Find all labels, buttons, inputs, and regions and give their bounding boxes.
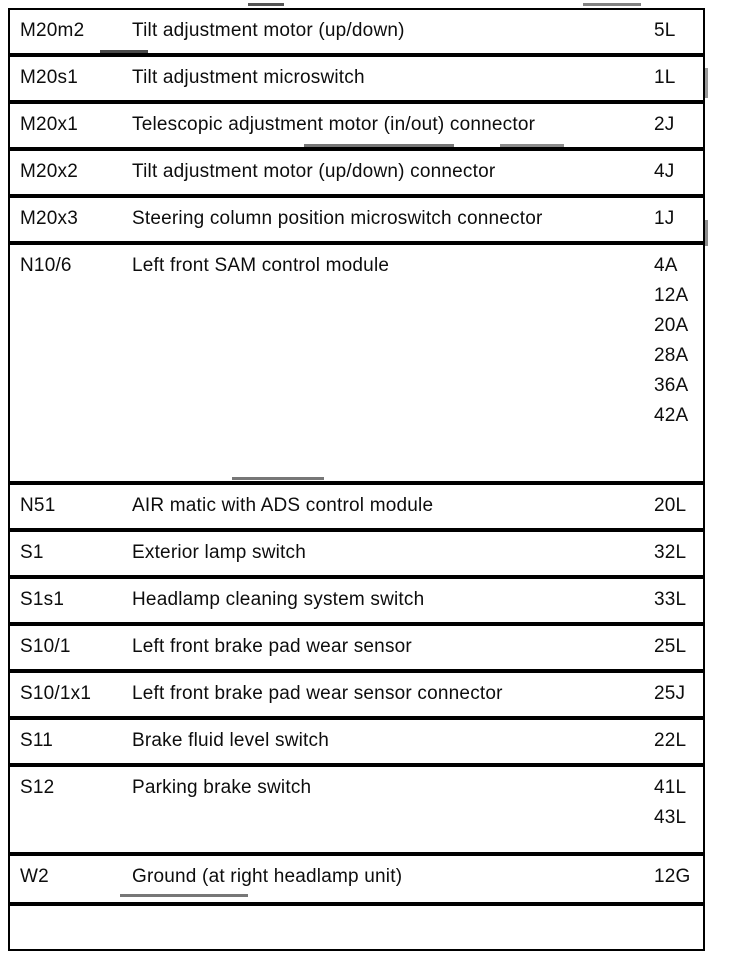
component-description: Ground (at right headlamp unit) — [132, 866, 403, 887]
grid-location: 43L — [654, 807, 687, 828]
grid-locations: 2J — [654, 110, 703, 143]
table-row: N51 AIR matic with ADS control module 20… — [8, 483, 705, 530]
component-code: S1s1 — [20, 589, 65, 610]
grid-location: 1J — [654, 208, 675, 229]
component-code — [20, 912, 132, 945]
component-description: Left front brake pad wear sensor — [132, 636, 412, 657]
component-code: S1 — [20, 542, 44, 563]
scan-artifact — [248, 3, 284, 6]
grid-locations: 4A 12A 20A 28A 36A 42A — [654, 251, 703, 477]
component-code: M20x2 — [20, 161, 79, 182]
table-row: M20s1 Tilt adjustment microswitch 1L — [8, 55, 705, 102]
scan-artifact — [705, 68, 708, 98]
component-code: M20x3 — [20, 208, 79, 229]
grid-location: 25J — [654, 683, 686, 704]
component-code: M20x1 — [20, 114, 79, 135]
grid-locations: 33L — [654, 585, 703, 618]
component-code: S12 — [20, 777, 55, 798]
component-code: S10/1 — [20, 636, 71, 657]
component-description: Exterior lamp switch — [132, 542, 306, 563]
grid-locations — [654, 912, 703, 945]
grid-location: 12A — [654, 285, 689, 306]
grid-location: 32L — [654, 542, 687, 563]
component-code: S10/1x1 — [20, 683, 92, 704]
component-code: M20m2 — [20, 20, 85, 41]
component-description — [132, 912, 654, 945]
table-row: M20x2 Tilt adjustment motor (up/down) co… — [8, 149, 705, 196]
grid-locations: 25J — [654, 679, 703, 712]
component-description: Parking brake switch — [132, 777, 312, 798]
scan-artifact — [583, 3, 641, 6]
component-description: Tilt adjustment microswitch — [132, 67, 365, 88]
component-description: Left front SAM control module — [132, 255, 390, 276]
component-description: AIR matic with ADS control module — [132, 495, 434, 516]
grid-location: 4J — [654, 161, 675, 182]
grid-location: 20L — [654, 495, 687, 516]
table-row: S10/1x1 Left front brake pad wear sensor… — [8, 671, 705, 718]
grid-location: 2J — [654, 114, 675, 135]
component-description: Telescopic adjustment motor (in/out) con… — [132, 114, 536, 135]
component-location-table: M20m2 Tilt adjustment motor (up/down) 5L… — [8, 3, 708, 951]
table-row — [8, 904, 705, 951]
grid-location: 20A — [654, 315, 689, 336]
grid-location: 22L — [654, 730, 687, 751]
grid-locations: 4J — [654, 157, 703, 190]
component-description: Tilt adjustment motor (up/down) connecto… — [132, 161, 496, 182]
component-description: Tilt adjustment motor (up/down) — [132, 20, 405, 41]
component-description: Headlamp cleaning system switch — [132, 589, 425, 610]
grid-location: 33L — [654, 589, 687, 610]
table-row: S1s1 Headlamp cleaning system switch 33L — [8, 577, 705, 624]
grid-locations: 20L — [654, 491, 703, 524]
table-row: N10/6 Left front SAM control module 4A 12… — [8, 243, 705, 483]
grid-location: 42A — [654, 405, 689, 426]
grid-location: 28A — [654, 345, 689, 366]
component-code: W2 — [20, 866, 49, 887]
grid-locations: 5L — [654, 16, 703, 49]
table-row: S10/1 Left front brake pad wear sensor 2… — [8, 624, 705, 671]
grid-location: 5L — [654, 20, 676, 41]
grid-locations: 1J — [654, 204, 703, 237]
component-description: Brake fluid level switch — [132, 730, 329, 751]
grid-locations: 22L — [654, 726, 703, 759]
grid-location: 1L — [654, 67, 676, 88]
grid-location: 41L — [654, 777, 687, 798]
scan-artifact — [705, 220, 708, 246]
component-description: Steering column position microswitch con… — [132, 208, 543, 229]
table-row: W2 Ground (at right headlamp unit) 12G — [8, 854, 705, 904]
grid-locations: 12G — [654, 862, 703, 898]
grid-locations: 1L — [654, 63, 703, 96]
component-description: Left front brake pad wear sensor connect… — [132, 683, 503, 704]
table-row: S1 Exterior lamp switch 32L — [8, 530, 705, 577]
grid-location: 36A — [654, 375, 689, 396]
grid-locations: 32L — [654, 538, 703, 571]
table-row: M20x3 Steering column position microswit… — [8, 196, 705, 243]
table-row: M20x1 Telescopic adjustment motor (in/ou… — [8, 102, 705, 149]
table-row: M20m2 Tilt adjustment motor (up/down) 5L — [8, 8, 705, 55]
component-code: N10/6 — [20, 255, 72, 276]
grid-location: 4A — [654, 255, 678, 276]
table-row: S11 Brake fluid level switch 22L — [8, 718, 705, 765]
component-code: N51 — [20, 495, 56, 516]
component-code: M20s1 — [20, 67, 79, 88]
grid-locations: 25L — [654, 632, 703, 665]
component-code: S11 — [20, 730, 53, 751]
grid-location: 25L — [654, 636, 687, 657]
grid-location: 12G — [654, 866, 691, 887]
